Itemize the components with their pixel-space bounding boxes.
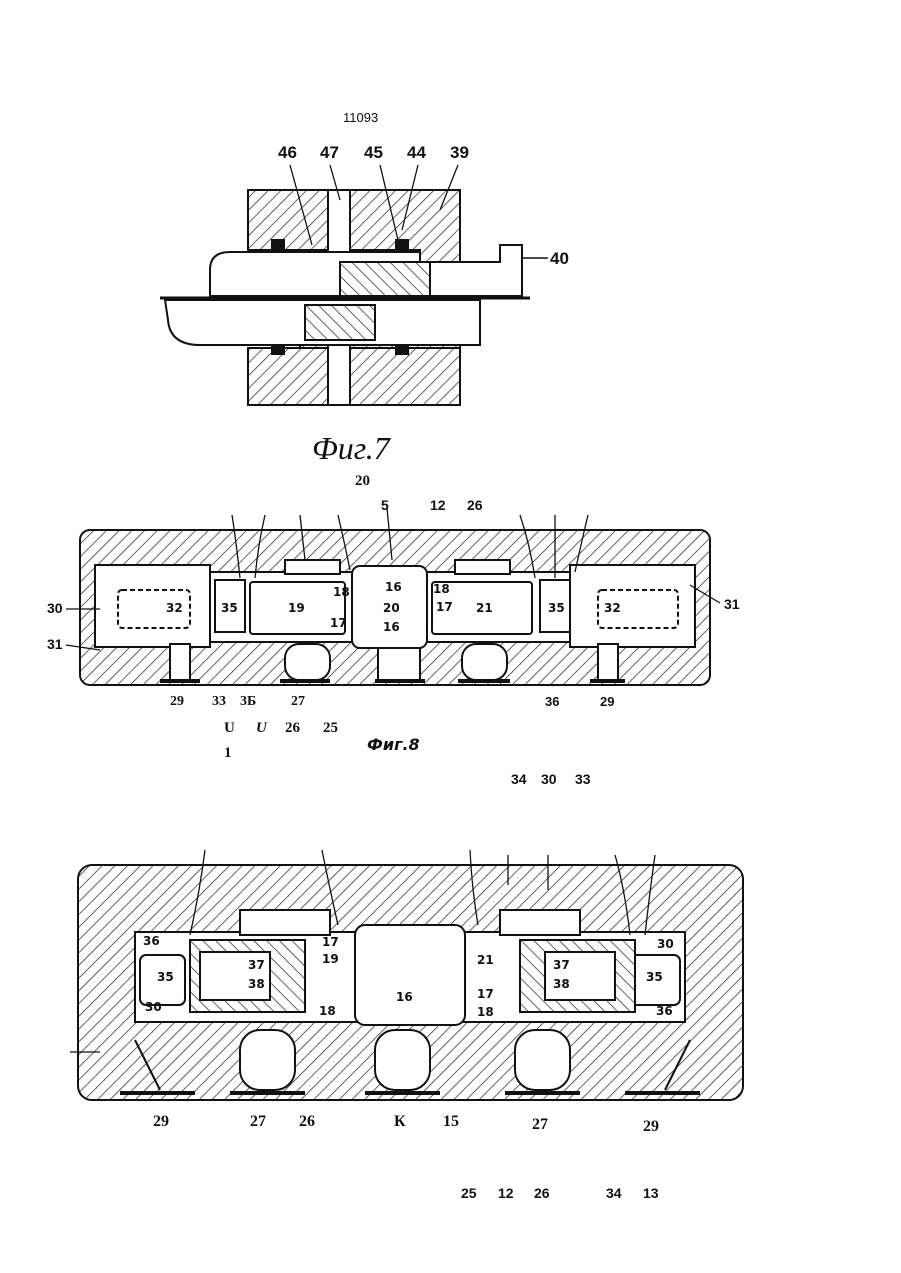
fig9-inner-35-right: 35 <box>646 970 663 984</box>
fig8-inner-21: 21 <box>476 601 493 615</box>
fig9-inner-18-right: 18 <box>477 1005 494 1019</box>
fig9-bottom-15: 15 <box>443 1113 459 1131</box>
fig8-bottom-29-right: 29 <box>600 694 614 709</box>
fig9-inner-16: 16 <box>396 990 413 1004</box>
page-number: 11093 <box>343 110 378 125</box>
fig9-tail-25: 25 <box>461 1185 477 1201</box>
fig7-drawing <box>160 165 548 405</box>
fig8-inner-18-left: 18 <box>333 585 350 599</box>
fig8-tail-30: 30 <box>541 771 557 787</box>
fig9-inner-19: 19 <box>322 952 339 966</box>
fig9-inner-37-right: 37 <box>553 958 570 972</box>
fig9-bottom-29-right: 29 <box>643 1118 659 1136</box>
fig8-inner-35-right: 35 <box>548 601 565 615</box>
fig7-callout-40: 40 <box>550 249 569 269</box>
fig8-callout-5: 5 <box>381 497 389 513</box>
fig8-inner-16-top: 16 <box>385 580 402 594</box>
fig9-inner-21: 21 <box>477 953 494 967</box>
fig7-caption: Фиг.7 <box>312 430 390 467</box>
fig9-inner-36-left: 36 <box>143 934 160 948</box>
fig7-callout-44: 44 <box>407 143 426 163</box>
fig9-tail-13: 13 <box>643 1185 659 1201</box>
fig8-drawing <box>66 508 720 685</box>
fig9-bottom-k: К <box>394 1113 406 1131</box>
fig9-tail-34: 34 <box>606 1185 622 1201</box>
fig9-inner-35-left: 35 <box>157 970 174 984</box>
fig8-stray-25: 25 <box>323 720 338 737</box>
fig8-inner-32-right: 32 <box>604 601 621 615</box>
fig8-tail-33: 33 <box>575 771 591 787</box>
fig9-inner-38-left: 38 <box>248 977 265 991</box>
fig9-tail-26: 26 <box>534 1185 550 1201</box>
fig7-callout-39: 39 <box>450 143 469 163</box>
fig8-caption: Фиг.8 <box>367 735 420 754</box>
fig8-inner-16-bottom: 16 <box>383 620 400 634</box>
fig7-callout-47: 47 <box>320 143 339 163</box>
fig8-bottom-36-left: 3Б <box>240 694 256 710</box>
fig8-callout-31-left: 31 <box>47 636 63 652</box>
fig7-callout-45: 45 <box>364 143 383 163</box>
fig9-inner-30-left: 30 <box>145 1000 162 1014</box>
fig9-bottom-29-left: 29 <box>153 1113 169 1131</box>
fig8-bottom-29-left: 29 <box>170 694 184 710</box>
fig8-stray-u2: U <box>256 720 267 737</box>
fig9-inner-38-right: 38 <box>553 977 570 991</box>
fig9-inner-36-right: 36 <box>656 1004 673 1018</box>
fig9-inner-17-right: 17 <box>477 987 494 1001</box>
fig8-stray-u1: U <box>224 720 235 737</box>
fig8-inner-20: 20 <box>383 601 400 615</box>
fig9-bottom-27-right: 27 <box>532 1116 548 1134</box>
fig8-inner-17-left: 17 <box>330 616 347 630</box>
fig8-callout-26: 26 <box>467 497 483 513</box>
fig8-inner-32-left: 32 <box>166 601 183 615</box>
fig7-callout-46: 46 <box>278 143 297 163</box>
fig8-inner-17-right: 17 <box>436 600 453 614</box>
fig8-tail-34: 34 <box>511 771 527 787</box>
fig9-tail-12: 12 <box>498 1185 514 1201</box>
fig8-inner-19: 19 <box>288 601 305 615</box>
fig8-inner-18-right: 18 <box>433 582 450 596</box>
fig8-callout-12: 12 <box>430 497 446 513</box>
fig9-bottom-26: 26 <box>299 1113 315 1131</box>
fig8-inner-35-left: 35 <box>221 601 238 615</box>
fig8-stray-26: 26 <box>285 720 300 737</box>
fig9-inner-37-left: 37 <box>248 958 265 972</box>
fig8-top-label-20: 20 <box>355 473 370 490</box>
fig9-inner-17-left: 17 <box>322 935 339 949</box>
fig8-bottom-27: 27 <box>291 694 305 710</box>
fig8-callout-30: 30 <box>47 600 63 616</box>
fig9-inner-18-left: 18 <box>319 1004 336 1018</box>
fig8-callout-31-right: 31 <box>724 596 740 612</box>
fig8-stray-1: 1 <box>224 745 232 762</box>
fig8-bottom-33: 33 <box>212 694 226 710</box>
fig9-inner-30-right: 30 <box>657 937 674 951</box>
fig9-bottom-27-left: 27 <box>250 1113 266 1131</box>
fig8-bottom-36-right: 36 <box>545 694 559 709</box>
